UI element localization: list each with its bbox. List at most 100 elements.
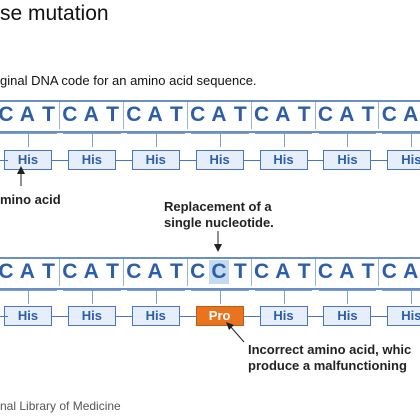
peptide-bond-line bbox=[51, 160, 68, 161]
nucleotide: C bbox=[126, 260, 142, 283]
codon-bracket-stem bbox=[155, 133, 157, 147]
nucleotide: C bbox=[126, 103, 142, 126]
nucleotide: A bbox=[147, 103, 163, 126]
nucleotide: A bbox=[83, 103, 99, 126]
amino-acid-box: His bbox=[131, 306, 180, 326]
amino-acid-box: His bbox=[259, 150, 308, 170]
amino-acid-box: His bbox=[323, 150, 372, 170]
nucleotide: A bbox=[339, 260, 355, 283]
amino-acid-box: His bbox=[131, 150, 180, 170]
nucleotide: C bbox=[62, 260, 78, 283]
peptide-bond-line bbox=[371, 316, 388, 317]
peptide-bond-line bbox=[115, 316, 132, 317]
nucleotide: A bbox=[211, 103, 227, 126]
codon-separator bbox=[58, 259, 60, 286]
nucleotide: T bbox=[361, 260, 375, 283]
amino-acid-box: His bbox=[387, 306, 420, 326]
nucleotide: A bbox=[403, 103, 419, 126]
codon-separator bbox=[314, 259, 316, 286]
codon-bracket-stem bbox=[283, 290, 285, 304]
amino-acid-box: His bbox=[3, 306, 52, 326]
incorrect-label-line1: Incorrect amino acid, whic bbox=[248, 342, 412, 357]
nucleotide: A bbox=[147, 260, 163, 283]
footer-credit: nal Library of Medicine bbox=[0, 399, 121, 413]
nucleotide: T bbox=[233, 260, 247, 283]
nucleotide: T bbox=[361, 103, 375, 126]
amino-acid-arrow bbox=[17, 166, 25, 186]
page-title: se mutation bbox=[0, 2, 109, 25]
codon-bracket-stem bbox=[219, 133, 221, 147]
peptide-bond-line bbox=[243, 316, 260, 317]
codon-separator bbox=[378, 102, 380, 129]
codon-separator bbox=[186, 102, 188, 129]
codon-separator bbox=[250, 259, 252, 286]
codon-separator bbox=[122, 259, 124, 286]
intro-text: ginal DNA code for an amino acid sequenc… bbox=[0, 73, 257, 88]
amino-acid-box: His bbox=[67, 306, 116, 326]
nucleotide: C bbox=[381, 103, 397, 126]
codon-bracket-stem bbox=[411, 290, 413, 304]
codon-separator bbox=[378, 259, 380, 286]
peptide-bond-line bbox=[179, 316, 196, 317]
codon-bracket-stem bbox=[411, 133, 413, 147]
codon-bracket bbox=[190, 290, 249, 291]
original-dna-strand bbox=[0, 100, 420, 133]
replacement-label-line1: Replacement of a bbox=[164, 199, 272, 214]
codon-separator bbox=[186, 259, 188, 286]
peptide-bond-line bbox=[307, 160, 324, 161]
codon-bracket bbox=[382, 133, 420, 134]
nucleotide: A bbox=[403, 260, 419, 283]
codon-separator bbox=[314, 102, 316, 129]
nucleotide: T bbox=[106, 260, 119, 283]
nucleotide: T bbox=[169, 103, 183, 126]
nucleotide: T bbox=[233, 103, 247, 126]
nucleotide: T bbox=[297, 260, 311, 283]
amino-acid-box: His bbox=[195, 150, 244, 170]
nucleotide: A bbox=[19, 260, 35, 283]
amino-acid-label: mino acid bbox=[0, 192, 61, 207]
amino-acid-box: His bbox=[67, 150, 116, 170]
peptide-bond-line bbox=[243, 160, 260, 161]
codon-bracket bbox=[62, 133, 121, 134]
nucleotide: C bbox=[317, 103, 334, 126]
nucleotide: T bbox=[297, 103, 311, 126]
nucleotide: C bbox=[317, 260, 334, 283]
replacement-label-line2: single nucleotide. bbox=[164, 215, 274, 230]
codon-bracket-stem bbox=[219, 290, 221, 304]
codon-bracket-stem bbox=[347, 133, 349, 147]
mutated-dna-strand bbox=[0, 257, 420, 290]
codon-bracket bbox=[126, 133, 185, 134]
nucleotide: T bbox=[42, 103, 55, 126]
incorrect-amino-acid-arrow bbox=[226, 322, 245, 343]
nucleotide: C bbox=[190, 260, 206, 283]
codon-bracket bbox=[382, 290, 420, 291]
nucleotide: T bbox=[42, 260, 55, 283]
amino-acid-box: His bbox=[323, 306, 372, 326]
nucleotide: C bbox=[254, 260, 270, 283]
nucleotide: A bbox=[339, 103, 355, 126]
peptide-bond-line bbox=[371, 160, 388, 161]
nucleotide: C bbox=[254, 103, 270, 126]
codon-separator bbox=[250, 102, 252, 129]
nucleotide: A bbox=[19, 103, 35, 126]
peptide-bond-line bbox=[0, 316, 8, 317]
codon-bracket-stem bbox=[27, 133, 29, 147]
amino-acid-box: His bbox=[387, 150, 420, 170]
codon-bracket-stem bbox=[27, 290, 29, 304]
codon-separator bbox=[122, 102, 124, 129]
replacement-arrow bbox=[214, 231, 222, 252]
amino-acid-box: His bbox=[259, 306, 308, 326]
incorrect-label-line2: produce a malfunctioning bbox=[248, 358, 407, 373]
codon-bracket bbox=[254, 133, 313, 134]
codon-bracket-stem bbox=[347, 290, 349, 304]
codon-bracket-stem bbox=[91, 133, 93, 147]
peptide-bond-line bbox=[179, 160, 196, 161]
nucleotide: C bbox=[0, 103, 14, 126]
nucleotide: C bbox=[190, 103, 206, 126]
nucleotide: C bbox=[381, 260, 397, 283]
codon-bracket-stem bbox=[283, 133, 285, 147]
incorrect-amino-acid-box: Pro bbox=[195, 306, 244, 326]
nucleotide: T bbox=[169, 260, 183, 283]
